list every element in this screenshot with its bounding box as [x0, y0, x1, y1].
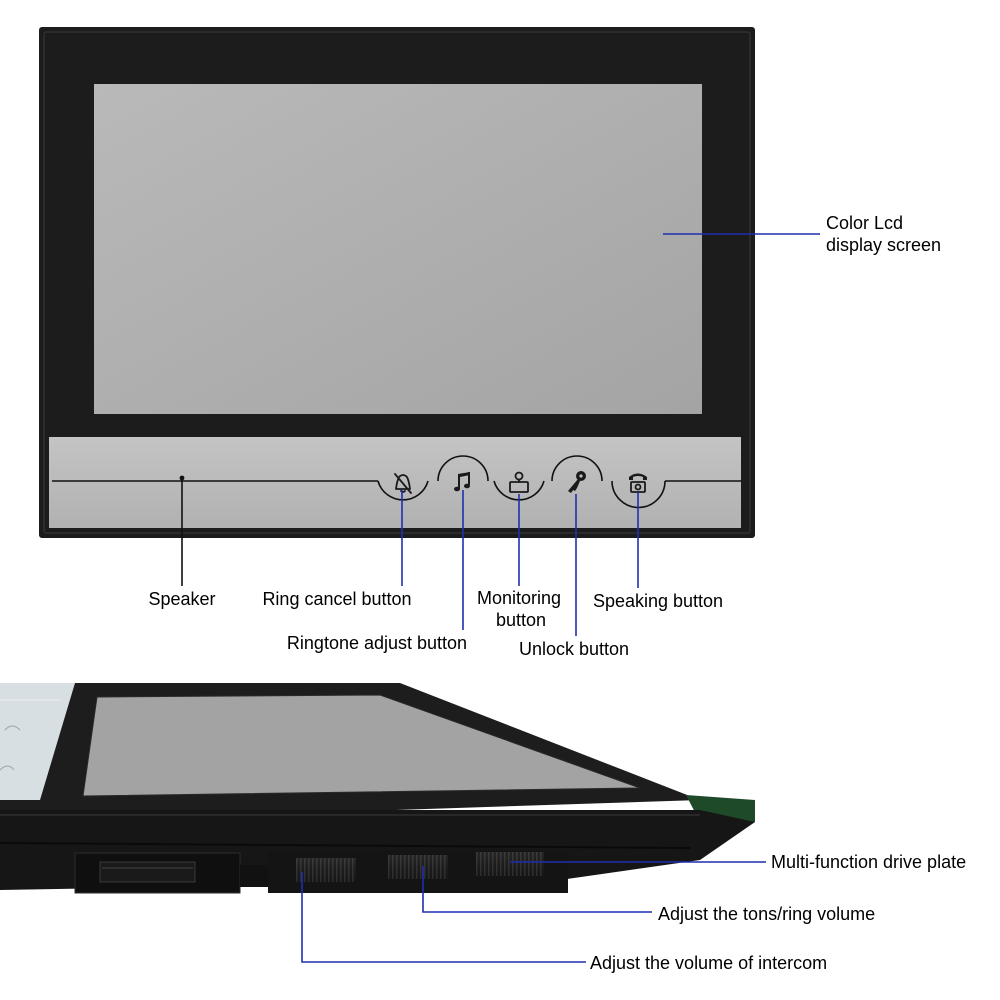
monitoring-label-line1: Monitoring — [477, 588, 561, 608]
ring-cancel-button[interactable] — [377, 473, 429, 501]
drive-plate-label: Multi-function drive plate — [771, 852, 966, 872]
speaking-label: Speaking button — [593, 591, 723, 611]
bottom-view: Multi-function drive plate Adjust the to… — [0, 683, 966, 973]
intercom-volume-leader — [301, 872, 586, 963]
ring-volume-leader — [422, 866, 652, 913]
lcd-screen — [94, 84, 702, 414]
key-icon — [568, 471, 586, 493]
perspective-screen — [83, 695, 640, 796]
unlock-button[interactable] — [551, 455, 603, 493]
unlock-label: Unlock button — [519, 639, 629, 659]
monitoring-label-line2: button — [496, 610, 546, 630]
front-view: Color Lcd display screen Speaker Ring ca… — [39, 27, 941, 659]
control-panel — [49, 437, 741, 528]
ringtone-adjust-button[interactable] — [437, 455, 489, 492]
ringtone-adjust-label: Ringtone adjust button — [287, 633, 467, 653]
ring-cancel-label: Ring cancel button — [262, 589, 411, 609]
speaker-hole — [179, 475, 185, 481]
lcd-label-line1: Color Lcd — [826, 213, 903, 233]
music-note-icon — [454, 472, 470, 492]
monitor-icon — [509, 471, 529, 493]
speaker-label: Speaker — [148, 589, 215, 609]
intercom-volume-label: Adjust the volume of intercom — [590, 953, 827, 973]
ring-volume-label: Adjust the tons/ring volume — [658, 904, 875, 924]
lcd-label-line2: display screen — [826, 235, 941, 255]
